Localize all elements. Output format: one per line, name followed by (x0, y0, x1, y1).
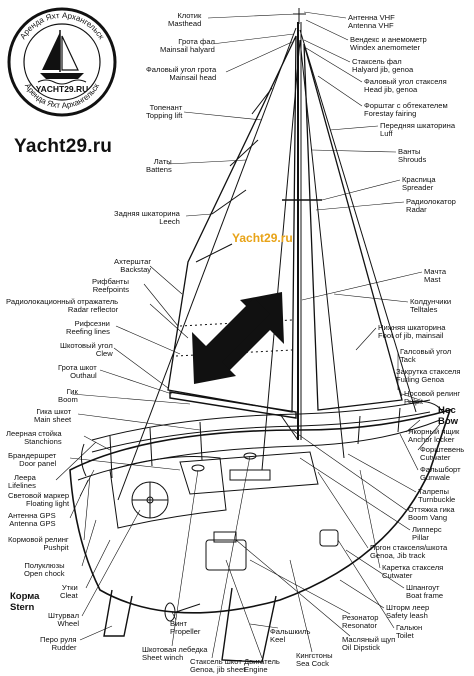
logo-seal: Аренда Яхт Архангельск Аренда Яхт Арханг… (7, 7, 117, 117)
svg-text:YACHT29.RU: YACHT29.RU (36, 84, 89, 94)
site-name: Yacht29.ru (14, 136, 113, 157)
watermark: Yacht29.ru (232, 231, 293, 245)
